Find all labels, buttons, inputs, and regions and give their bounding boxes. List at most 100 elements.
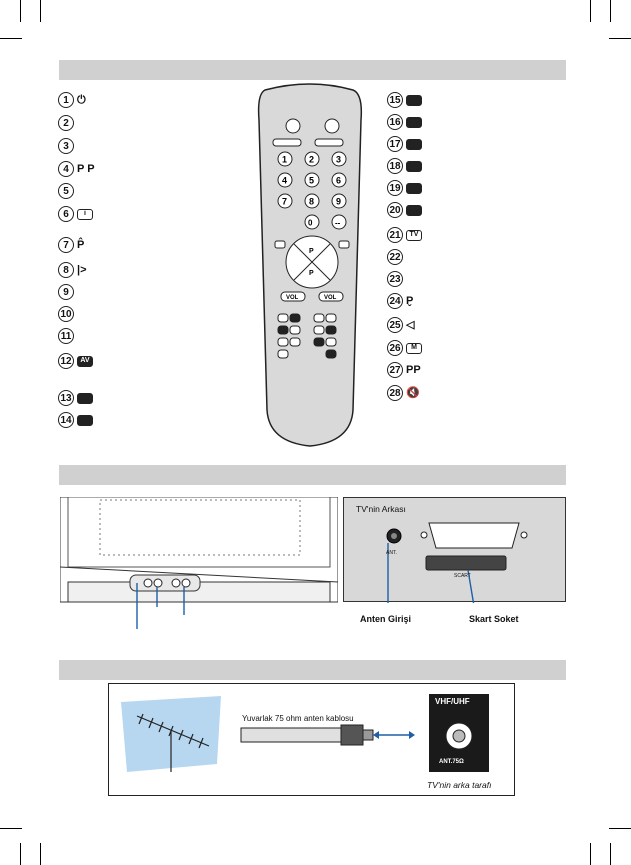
crop-mark <box>610 843 611 865</box>
legend-key-28: 28🔇 <box>387 384 420 402</box>
digit-key <box>304 172 320 188</box>
ant-small-label: ANT. <box>386 550 397 556</box>
remote-small-key <box>313 313 325 323</box>
crop-mark <box>40 843 41 865</box>
mix-icon <box>77 414 93 426</box>
legend-key-1: 1⏻ <box>58 91 86 109</box>
legend-key-18: 18 <box>387 157 422 175</box>
legend-key-8: 8|> <box>58 261 87 279</box>
teletext-icon <box>77 392 93 404</box>
remote-small-key <box>313 337 325 347</box>
digit-key-label: 9 <box>336 197 341 207</box>
remote-small-key <box>289 337 301 347</box>
legend-key-22: 22 <box>387 248 403 266</box>
p-up-label: P <box>309 248 314 255</box>
crop-mark <box>0 828 22 829</box>
remote-small-key <box>325 313 337 323</box>
crop-mark <box>40 0 41 22</box>
legend-key-11: 11 <box>58 327 74 345</box>
vol-right-label: VOL <box>324 295 337 301</box>
cable-label: Yuvarlak 75 ohm anten kablosu <box>242 714 354 723</box>
socket-top-label: VHF/UHF <box>435 697 470 706</box>
crop-mark <box>20 843 21 865</box>
legend-key-20: 20 <box>387 201 422 219</box>
remote-small-key <box>325 349 337 359</box>
reveal-icon <box>406 138 422 150</box>
digit-key <box>331 172 347 188</box>
digit-key <box>277 193 293 209</box>
mute-icon: 🔇 <box>406 386 420 399</box>
update-icon <box>406 204 422 216</box>
digit-key <box>277 151 293 167</box>
digit-key <box>277 172 293 188</box>
scart-socket-caption: Skart Soket <box>469 614 519 624</box>
legend-key-19: 19 <box>387 179 422 197</box>
digit-key <box>331 214 347 230</box>
remote-small-key <box>277 313 289 323</box>
remote-small-key <box>289 313 301 323</box>
digit-key-label: 1 <box>282 155 287 165</box>
crop-mark <box>0 38 22 39</box>
digit-key-label: 7 <box>282 197 287 207</box>
size-icon <box>406 160 422 172</box>
section-header-bar <box>59 660 566 680</box>
digit-key-label: 5 <box>309 176 314 186</box>
scart-small-label: SCART <box>454 573 471 579</box>
antenna-input-caption: Anten Girişi <box>360 614 412 624</box>
legend-key-5: 5 <box>58 182 74 200</box>
legend-key-3: 3 <box>58 137 74 155</box>
digit-key-label: 0 <box>308 219 313 228</box>
digit-key-label: 2 <box>309 155 314 165</box>
remote-small-key <box>289 325 301 335</box>
legend-key-10: 10 <box>58 305 74 323</box>
crop-mark <box>590 843 591 865</box>
crop-mark <box>20 0 21 22</box>
vol-left-label: VOL <box>286 295 299 301</box>
antenna-connection-box: Yuvarlak 75 ohm anten kablosu VHF/UHF AN… <box>108 683 515 796</box>
digit-key <box>304 151 320 167</box>
legend-key-9: 9 <box>58 283 74 301</box>
digit-key-label: 8 <box>309 197 314 207</box>
digit-key-label: -- <box>335 219 341 228</box>
digit-key <box>304 214 320 230</box>
teletext-index-icon <box>406 94 422 106</box>
subpage-icon <box>406 182 422 194</box>
digit-key <box>304 193 320 209</box>
legend-key-15: 15 <box>387 91 422 109</box>
digit-key-label: 3 <box>336 155 341 165</box>
legend-key-23: 23 <box>387 270 403 288</box>
legend-key-16: 16 <box>387 113 422 131</box>
remote-small-key <box>313 325 325 335</box>
remote-small-key <box>277 325 289 335</box>
tv-front-illustration <box>60 497 338 629</box>
tv-back-panel: TV'nin Arkası ANT. SCART <box>343 497 566 603</box>
crop-mark <box>609 38 631 39</box>
section-header-bar <box>59 60 566 80</box>
legend-key-2: 2 <box>58 114 74 132</box>
crop-mark <box>609 828 631 829</box>
digit-key <box>331 151 347 167</box>
tv-icon: TV <box>406 229 422 241</box>
back-panel-title: TV'nin Arkası <box>356 504 406 514</box>
digit-key-label: 4 <box>282 176 287 186</box>
legend-key-13: 13 <box>58 389 93 407</box>
crop-mark <box>610 0 611 22</box>
section-header-bar <box>59 465 566 485</box>
info-icon: i <box>77 208 93 220</box>
legend-key-25: 25◁ <box>387 316 414 334</box>
remote-small-key <box>325 337 337 347</box>
p-down-label: P <box>309 270 314 277</box>
socket-bottom-label: ANT.75Ω <box>439 759 464 765</box>
av-icon: AV <box>77 355 93 367</box>
menu-icon: M <box>406 342 422 354</box>
legend-key-14: 14 <box>58 411 93 429</box>
